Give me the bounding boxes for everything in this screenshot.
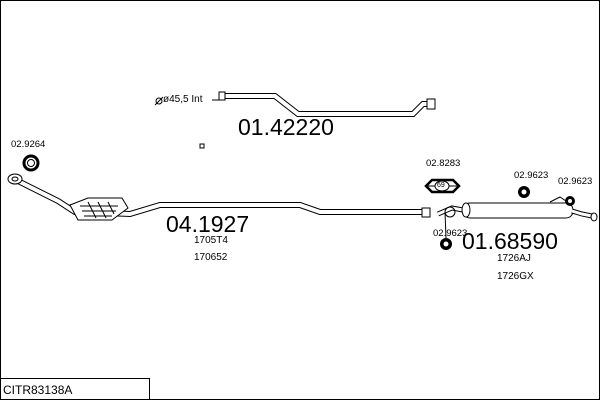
diagram-code: CITR83138A [3,383,73,397]
rubber-mount-right-icon[interactable] [565,196,575,206]
pipe-spec-label: ø45,5 Int [163,94,203,105]
accessory-number-02-9623-bottom[interactable]: 02.9623 [433,228,468,239]
pipe-01-42220[interactable] [218,91,436,117]
pipe-04-1927[interactable] [7,173,431,218]
diagram-code-box: CITR83138A [0,378,150,399]
ref-1726GX: 1726GX [497,271,534,282]
ref-1726AJ: 1726AJ [497,253,531,264]
accessory-number-02-9623-right[interactable]: 02.9623 [558,176,593,187]
accessory-number-02-9264[interactable]: 02.9264 [11,139,46,150]
gasket-02-9264-icon[interactable] [22,154,40,172]
ref-1705T4: 1705T4 [194,235,228,246]
part-number-01-68590[interactable]: 01.68590 [462,228,558,254]
diameter-icon [154,96,164,106]
ref-170652: 170652 [194,252,228,263]
part-number-01-42220[interactable]: 01.42220 [238,114,334,140]
rubber-mount-top-icon[interactable] [518,186,530,198]
silencer-01-68590[interactable] [437,196,598,222]
rubber-mount-bottom-icon[interactable] [440,238,452,250]
clamp-badge: 69 [437,182,445,189]
accessory-number-02-9623-top[interactable]: 02.9623 [514,170,549,181]
part-number-04-1927[interactable]: 04.1927 [166,211,250,237]
hanger-bracket-icon [444,206,456,239]
small-marker [199,143,205,149]
catalytic-converter-icon[interactable] [69,197,129,221]
accessory-number-02-8283[interactable]: 02.8283 [426,158,461,169]
clamp-02-8283-icon[interactable] [424,178,461,194]
